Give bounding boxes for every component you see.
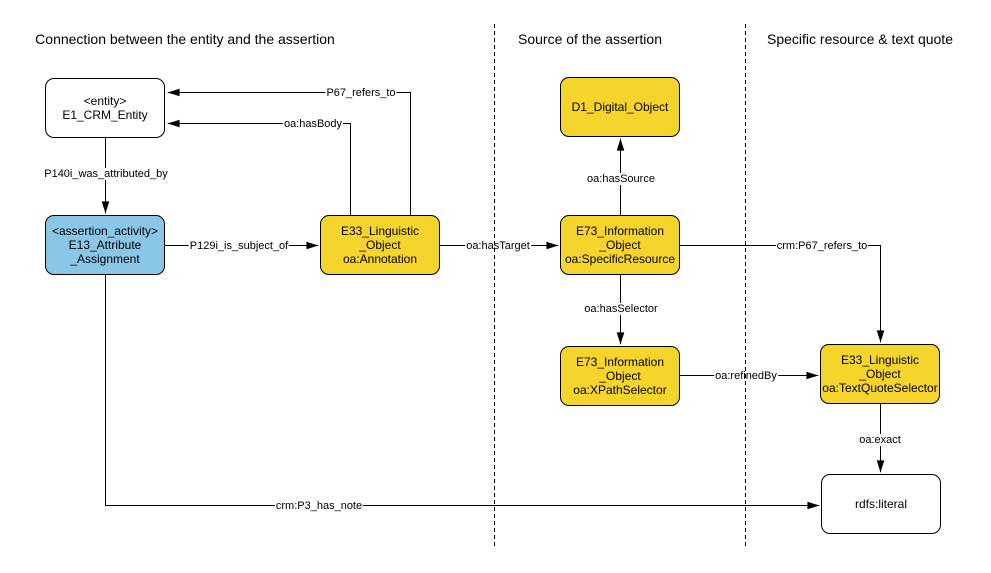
- node-annotation[interactable]: E33_Linguistic _Object oa:Annotation: [320, 215, 440, 275]
- edge-label-oa-refinedby: oa:refinedBy: [714, 370, 778, 382]
- node-assertion-activity[interactable]: <assertion_activity> E13_Attribute _Assi…: [45, 215, 165, 275]
- edge-label-oa-hassource: oa:hasSource: [586, 173, 656, 185]
- node-specific-resource[interactable]: E73_Information _Object oa:SpecificResou…: [560, 215, 680, 275]
- section-title-source: Source of the assertion: [518, 31, 662, 47]
- edge-label-p140i-was-attributed-by: P140i_was_attributed_by: [43, 168, 169, 180]
- section-title-connection: Connection between the entity and the as…: [35, 31, 335, 47]
- edge-label-crm-p3-has-note: crm:P3_has_note: [274, 500, 364, 512]
- node-entity[interactable]: <entity> E1_CRM_Entity: [45, 78, 165, 138]
- edge-crm-p67-refers-to: [680, 245, 885, 343]
- edge-label-oa-exact: oa:exact: [858, 434, 902, 446]
- section-title-specific: Specific resource & text quote: [767, 31, 953, 47]
- node-digital-object[interactable]: D1_Digital_Object: [560, 77, 680, 137]
- edge-oa-hasbody: [167, 119, 351, 215]
- edge-p67-refers-to: [167, 88, 411, 215]
- node-xpath-selector[interactable]: E73_Information _Object oa:XPathSelector: [560, 346, 680, 406]
- edge-label-oa-hasselector: oa:hasSelector: [583, 303, 659, 315]
- edge-crm-p3-has-note: [105, 275, 820, 510]
- edge-label-crm-p67-refers-to: crm:P67_refers_to: [775, 240, 869, 252]
- node-rdfs-literal[interactable]: rdfs:literal: [821, 474, 941, 534]
- edge-label-oa-hastarget: oa:hasTarget: [465, 240, 531, 252]
- node-text-quote-selector[interactable]: E33_Linguistic _Object oa:TextQuoteSelec…: [820, 344, 940, 404]
- edge-label-p129i-is-subject-of: P129i_is_subject_of: [188, 240, 290, 252]
- edge-label-p67-refers-to: P67_refers_to: [325, 87, 397, 99]
- edge-label-oa-hasbody: oa:hasBody: [282, 118, 344, 130]
